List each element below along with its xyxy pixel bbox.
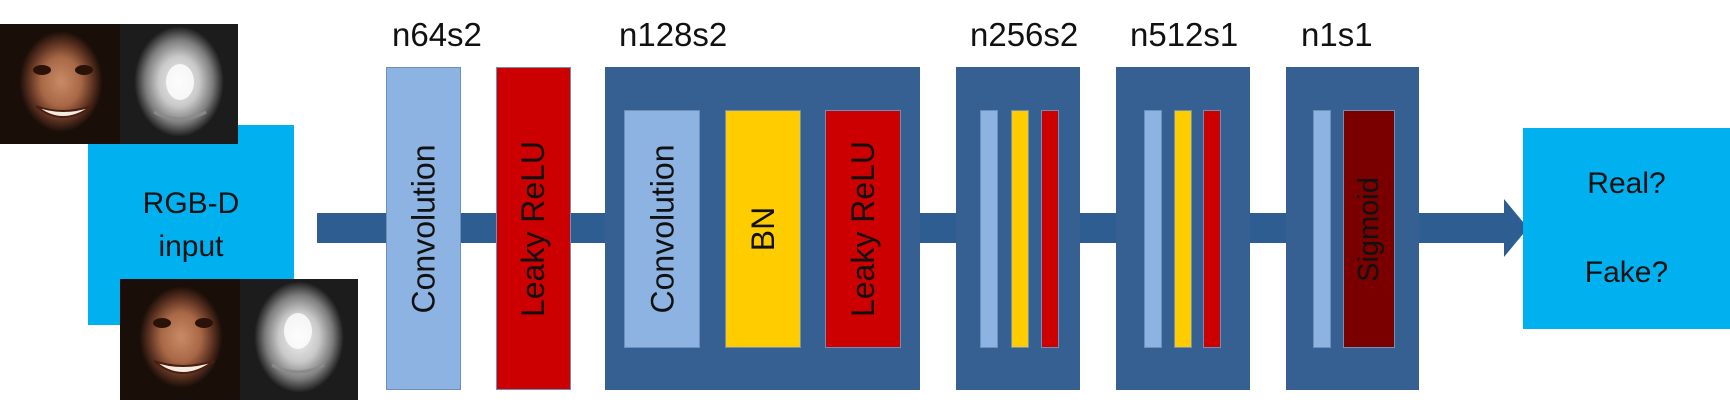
face-rgb-image-top: [0, 24, 122, 144]
input-label-line2: input: [158, 230, 224, 263]
input-label-line1: RGB-D: [142, 186, 240, 220]
stage3-block: [956, 67, 1080, 390]
stage3-batch-norm-layer: [1011, 110, 1029, 348]
stage1-convolution-layer: Convolution: [386, 67, 461, 390]
face-depth-image-top: [120, 24, 238, 144]
stage-label-n64s2: n64s2: [392, 16, 482, 53]
stage5-sigmoid-layer: Sigmoid: [1343, 110, 1395, 348]
stage-label-n128s2: n128s2: [619, 16, 728, 53]
stage5-sigmoid-label: Sigmoid: [1352, 176, 1385, 282]
stage4-convolution-layer: [1144, 110, 1162, 348]
stage5-convolution-layer: [1313, 110, 1331, 348]
stage4-batch-norm-layer: [1174, 110, 1192, 348]
face-rgb-drawing-bottom: [153, 318, 215, 374]
output-label-real: Real?: [1587, 167, 1666, 200]
stage2-leaky-relu-label: Leaky ReLU: [845, 140, 881, 318]
stage2-batch-norm-label: BN: [744, 206, 781, 252]
face-rgb-image-bottom: [120, 279, 242, 400]
stage1-leaky-relu-layer: Leaky ReLU: [496, 67, 571, 390]
face-depth-drawing-bottom: [271, 313, 325, 374]
stage5-block: Sigmoid: [1286, 67, 1419, 390]
face-rgb-drawing-top: [33, 65, 93, 118]
stage1-leaky-relu-label: Leaky ReLU: [515, 140, 552, 317]
output-label-fake: Fake?: [1584, 255, 1669, 289]
real-fake-output-box: Real? Fake?: [1523, 128, 1730, 329]
stage3-leaky-relu-layer: [1041, 110, 1059, 348]
stage2-convolution-layer: Convolution: [624, 110, 700, 348]
stage-label-n256s2: n256s2: [970, 16, 1079, 53]
stage3-convolution-layer: [980, 110, 998, 348]
face-depth-drawing-top: [153, 64, 207, 121]
stage-label-n1s1: n1s1: [1301, 16, 1373, 53]
stage1-convolution-label: Convolution: [405, 144, 442, 313]
stage-label-n512s1: n512s1: [1130, 16, 1239, 53]
stage2-leaky-relu-layer: Leaky ReLU: [825, 110, 901, 348]
stage2-block: Convolution BN Leaky ReLU: [605, 67, 920, 390]
stage4-leaky-relu-layer: [1203, 110, 1221, 348]
stage2-batch-norm-layer: BN: [725, 110, 801, 348]
face-depth-image-bottom: [240, 279, 358, 400]
stage2-convolution-label: Convolution: [644, 144, 680, 314]
stage4-block: [1116, 67, 1250, 390]
